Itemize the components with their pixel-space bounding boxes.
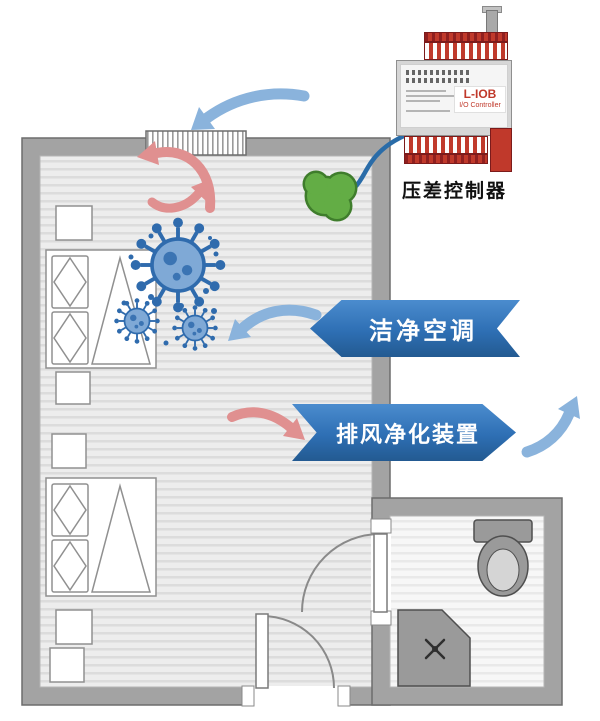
bed-2 xyxy=(45,477,157,597)
device-subtitle: I/O Controller xyxy=(459,102,501,109)
device-text-decor xyxy=(406,90,446,92)
exhaust-banner: 排风净化装置 xyxy=(292,404,516,461)
virus-cluster xyxy=(114,218,225,351)
nightstands xyxy=(49,205,93,683)
io-controller-device: L-IOB I/O Controller xyxy=(396,6,514,172)
device-text-decor xyxy=(406,95,454,97)
pressure-sensor xyxy=(302,170,358,222)
entrance-door xyxy=(241,613,351,707)
supply-banner-label: 洁净空调 xyxy=(369,318,477,345)
mounting-bolt xyxy=(486,10,498,34)
device-top-terminal xyxy=(424,42,508,60)
exhaust-banner-label: 排风净化装置 xyxy=(335,421,480,447)
shower xyxy=(397,609,471,687)
outside-exhaust-arrow xyxy=(521,396,580,458)
device-bottom-screws xyxy=(404,154,488,164)
supply-banner: 洁净空调 xyxy=(310,300,520,357)
device-text-decor xyxy=(406,110,450,112)
exhaust-air-arrow xyxy=(227,407,305,440)
device-side-block xyxy=(490,128,512,172)
controller-label: 压差控制器 xyxy=(402,181,508,202)
bathroom-door xyxy=(301,518,392,626)
device-led-row xyxy=(406,70,472,75)
toilet xyxy=(473,519,533,597)
device-led-row xyxy=(406,78,472,83)
device-label-patch: L-IOB I/O Controller xyxy=(454,86,506,113)
circulation-arrows xyxy=(137,141,216,213)
device-text-decor xyxy=(406,100,440,102)
device-brand: L-IOB xyxy=(463,87,497,101)
device-top-screws xyxy=(424,32,508,42)
device-bottom-terminal xyxy=(404,136,488,154)
outside-supply-arrow xyxy=(191,88,310,130)
supply-air-arrow xyxy=(228,304,322,341)
